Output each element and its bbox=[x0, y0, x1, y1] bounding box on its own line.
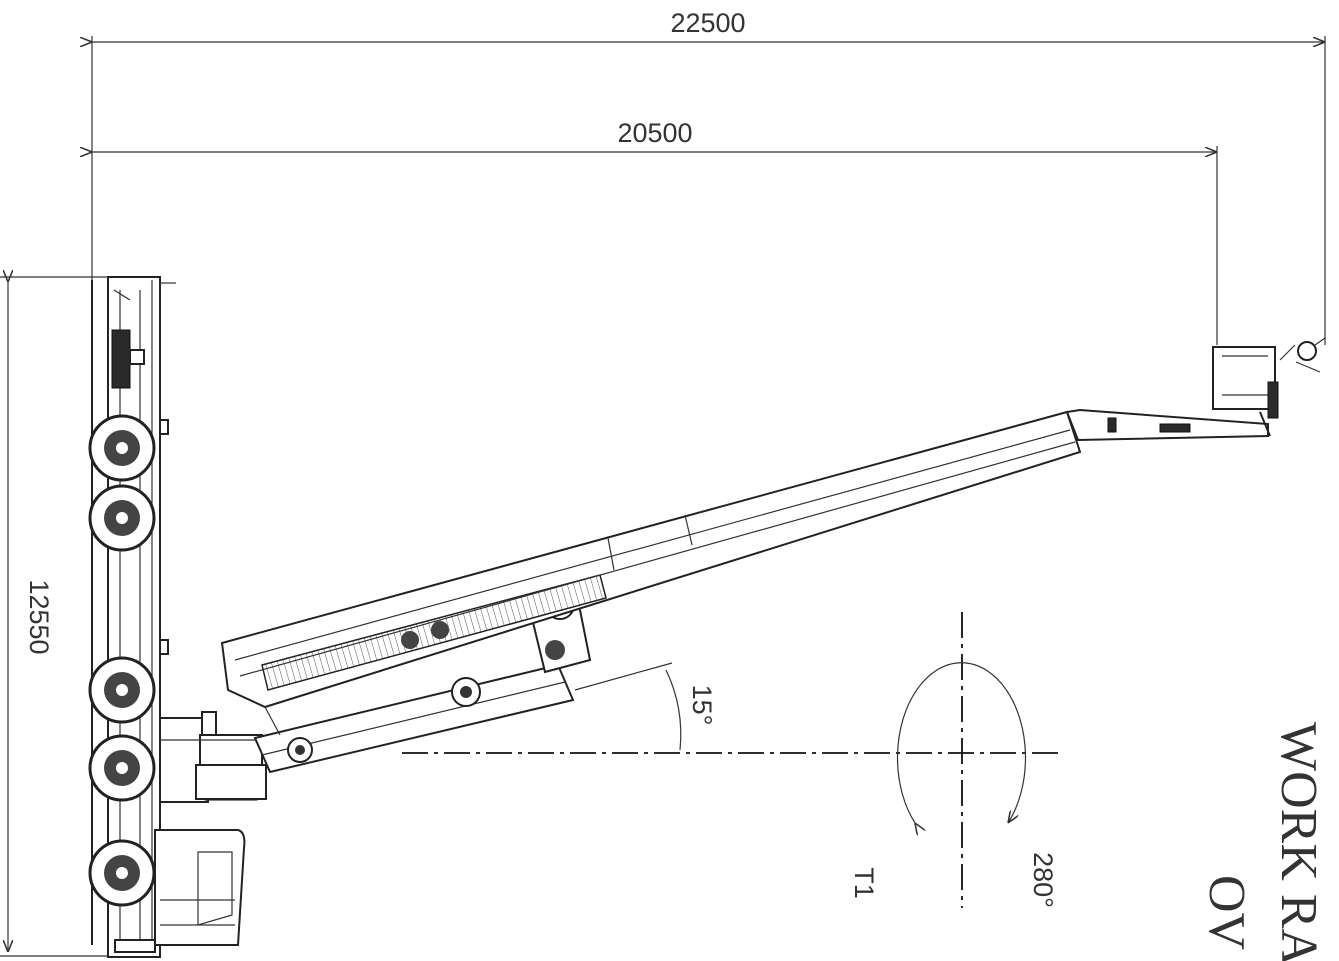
wheel bbox=[88, 839, 156, 907]
dimension-20500: 20500 bbox=[92, 118, 1218, 345]
wheel bbox=[88, 484, 156, 552]
dimension-label-12550: 12550 bbox=[24, 579, 54, 654]
vehicle-chassis bbox=[88, 276, 246, 958]
vehicle-cab bbox=[114, 829, 246, 953]
slew-rotation-indicator: 280° bbox=[896, 612, 1058, 908]
dimension-label-22500: 22500 bbox=[670, 8, 745, 38]
jib-arm bbox=[1065, 408, 1269, 442]
lower-boom bbox=[253, 663, 575, 774]
operator-figure bbox=[1279, 337, 1326, 373]
turret bbox=[159, 711, 267, 803]
dimension-12550: 12550 bbox=[0, 277, 160, 957]
dimension-label-20500: 20500 bbox=[617, 118, 692, 148]
wheel bbox=[88, 656, 156, 724]
jib-angle-label: 15° bbox=[687, 685, 717, 726]
main-boom bbox=[220, 410, 1082, 736]
slew-angle-label: 280° bbox=[1028, 852, 1058, 908]
wheel bbox=[88, 734, 156, 802]
wheel bbox=[88, 414, 156, 482]
turret-mark-label: T1 bbox=[849, 867, 879, 899]
drawing-title: WORK RA OV bbox=[1198, 722, 1327, 961]
dimension-22500: 22500 bbox=[92, 8, 1326, 345]
title-line-1: WORK RA bbox=[1270, 722, 1327, 961]
jib-angle-indicator: 15° bbox=[574, 662, 717, 751]
title-line-2: OV bbox=[1198, 875, 1255, 950]
work-basket bbox=[1212, 346, 1279, 437]
